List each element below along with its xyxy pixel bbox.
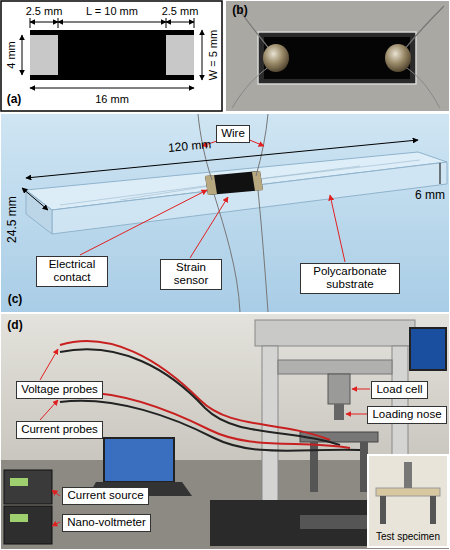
inset-label: Test specimen — [376, 531, 440, 542]
sensor-schematic — [1, 1, 222, 111]
callout-text: Strain sensor — [165, 261, 217, 287]
callout-text: Loading nose — [372, 408, 442, 421]
callout-box: Current source — [62, 487, 149, 505]
callout-box: Wire — [216, 125, 250, 143]
panel-label: (a) — [7, 93, 22, 106]
dimension: 2.5 mm — [162, 5, 199, 17]
callout-text: Wire — [221, 127, 245, 140]
callout-box: Voltage probes — [16, 381, 103, 399]
panel-label: (d) — [7, 319, 22, 332]
substrate-photo — [1, 114, 449, 312]
callout-text: Current source — [67, 489, 144, 502]
callout-text: Electrical contact — [41, 258, 103, 284]
panel-label: (b) — [232, 4, 247, 17]
callout-text: Voltage probes — [21, 383, 98, 396]
callout-box: Loading nose — [367, 406, 447, 424]
callout-text: Current probes — [21, 423, 98, 436]
dimension: 4 mm — [5, 41, 17, 69]
dimension: 24.5 mm — [5, 197, 18, 244]
test-setup-photo — [1, 314, 449, 549]
callout-box: Strain sensor — [160, 259, 222, 290]
callout-text: Polycarbonate substrate — [305, 265, 395, 291]
dimension: W = 5 mm — [207, 30, 219, 80]
panel-label: (c) — [8, 293, 23, 306]
dimension: L = 10 mm — [86, 5, 138, 17]
callout-box: Polycarbonate substrate — [300, 263, 400, 294]
callout-box: Load cell — [371, 381, 428, 399]
callout-text: Nano-voltmeter — [67, 516, 146, 529]
dimension: 16 mm — [95, 93, 129, 105]
dimension: 2.5 mm — [26, 5, 63, 17]
dimension: 6 mm — [415, 189, 445, 202]
callout-box: Electrical contact — [36, 256, 108, 287]
sensor-photo — [226, 1, 449, 111]
callout-box: Current probes — [16, 421, 103, 439]
callout-box: Nano-voltmeter — [62, 514, 151, 532]
callout-text: Load cell — [376, 383, 423, 396]
